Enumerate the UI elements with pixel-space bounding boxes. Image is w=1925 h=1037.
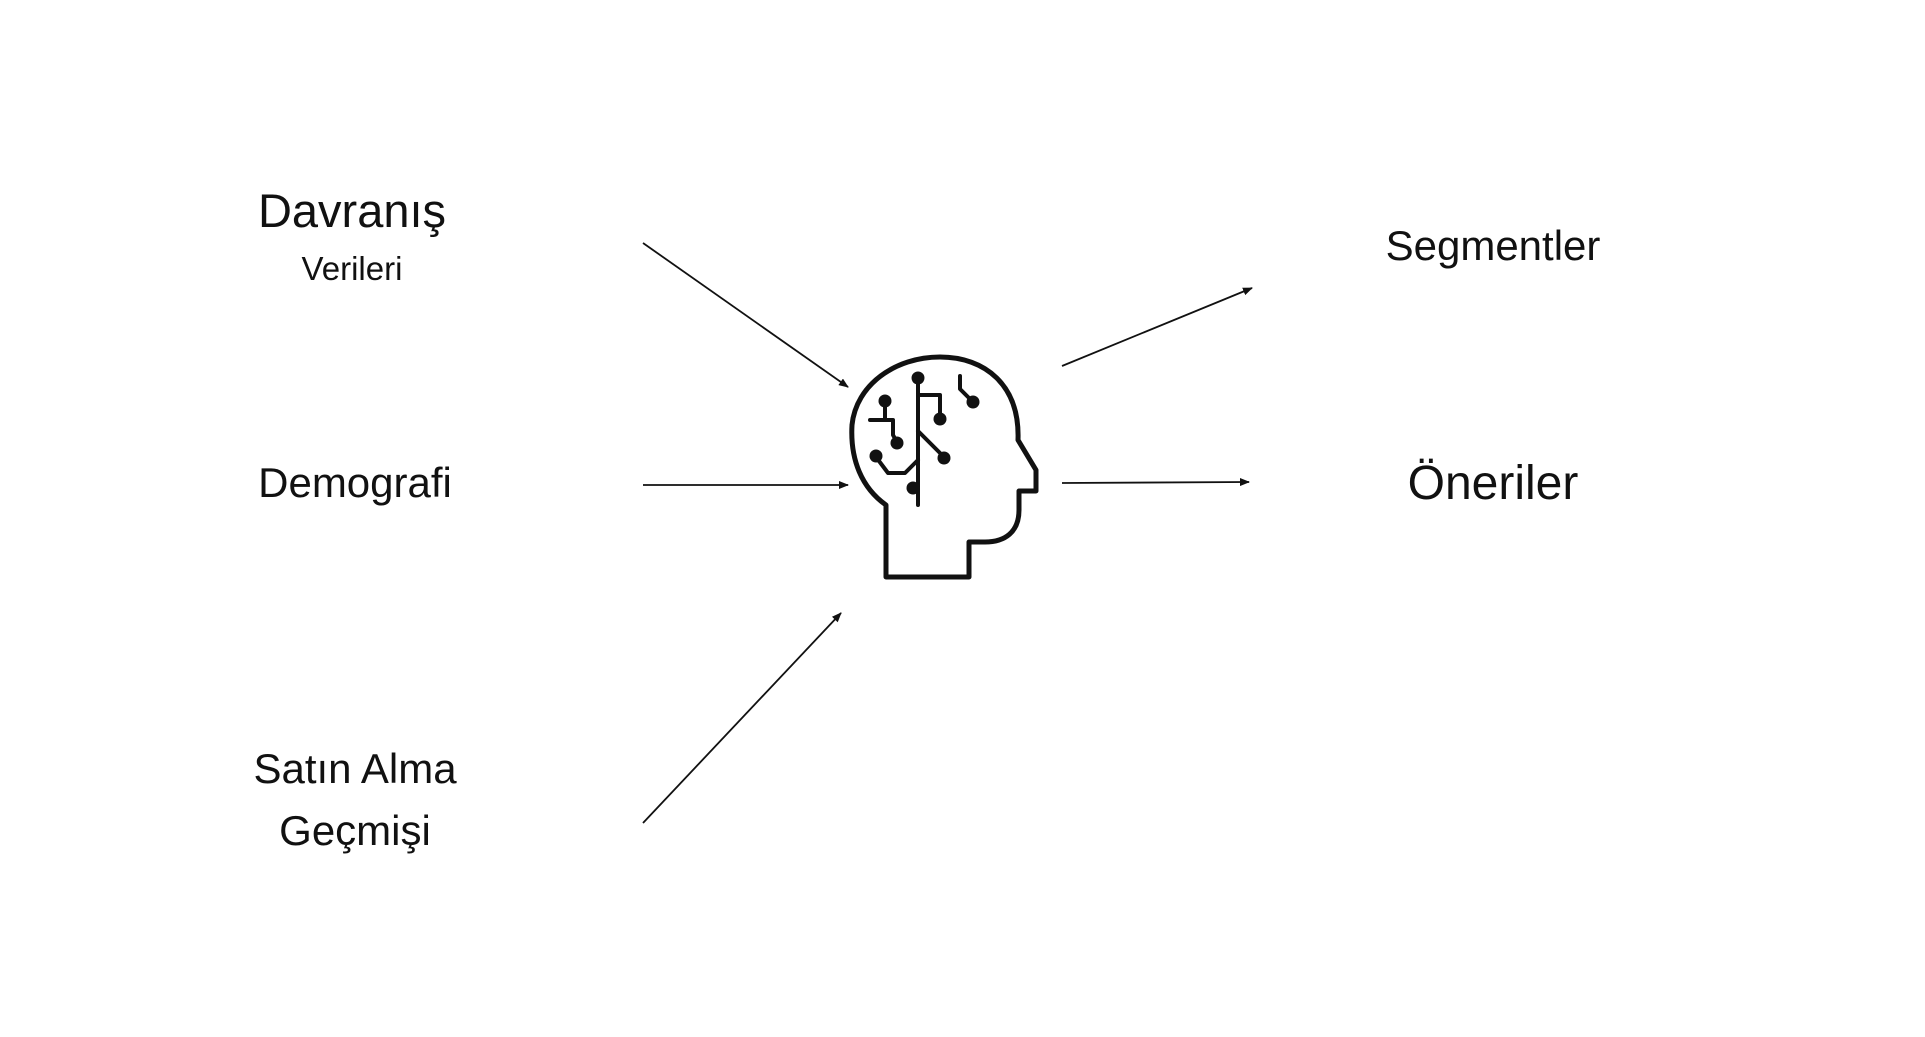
arrow-brain-to-recommendations (1061, 478, 1250, 487)
input-behavior-line1: Davranış (257, 184, 447, 237)
arrow-brain-to-segments (1061, 287, 1253, 367)
output-recommendations-label: Öneriler (1407, 457, 1579, 510)
circuit-nodes (869, 371, 980, 495)
input-purchase-line2: Geçmişi (279, 807, 431, 855)
arrow-behavior-to-brain (642, 242, 849, 388)
input-purchase-history-label: Satın Alma Geçmişi (253, 744, 456, 857)
input-behavior-data-label: Davranış Verileri (258, 183, 446, 289)
input-behavior-line2: Verileri (301, 250, 403, 288)
arrow-purchase-to-brain (642, 612, 842, 824)
head-outline (849, 354, 1039, 580)
input-purchase-line1: Satın Alma (253, 745, 457, 792)
input-demographic-label: Demografi (258, 459, 452, 506)
ai-brain-head-icon (849, 354, 1039, 580)
output-segments-label: Segmentler (1385, 222, 1601, 269)
